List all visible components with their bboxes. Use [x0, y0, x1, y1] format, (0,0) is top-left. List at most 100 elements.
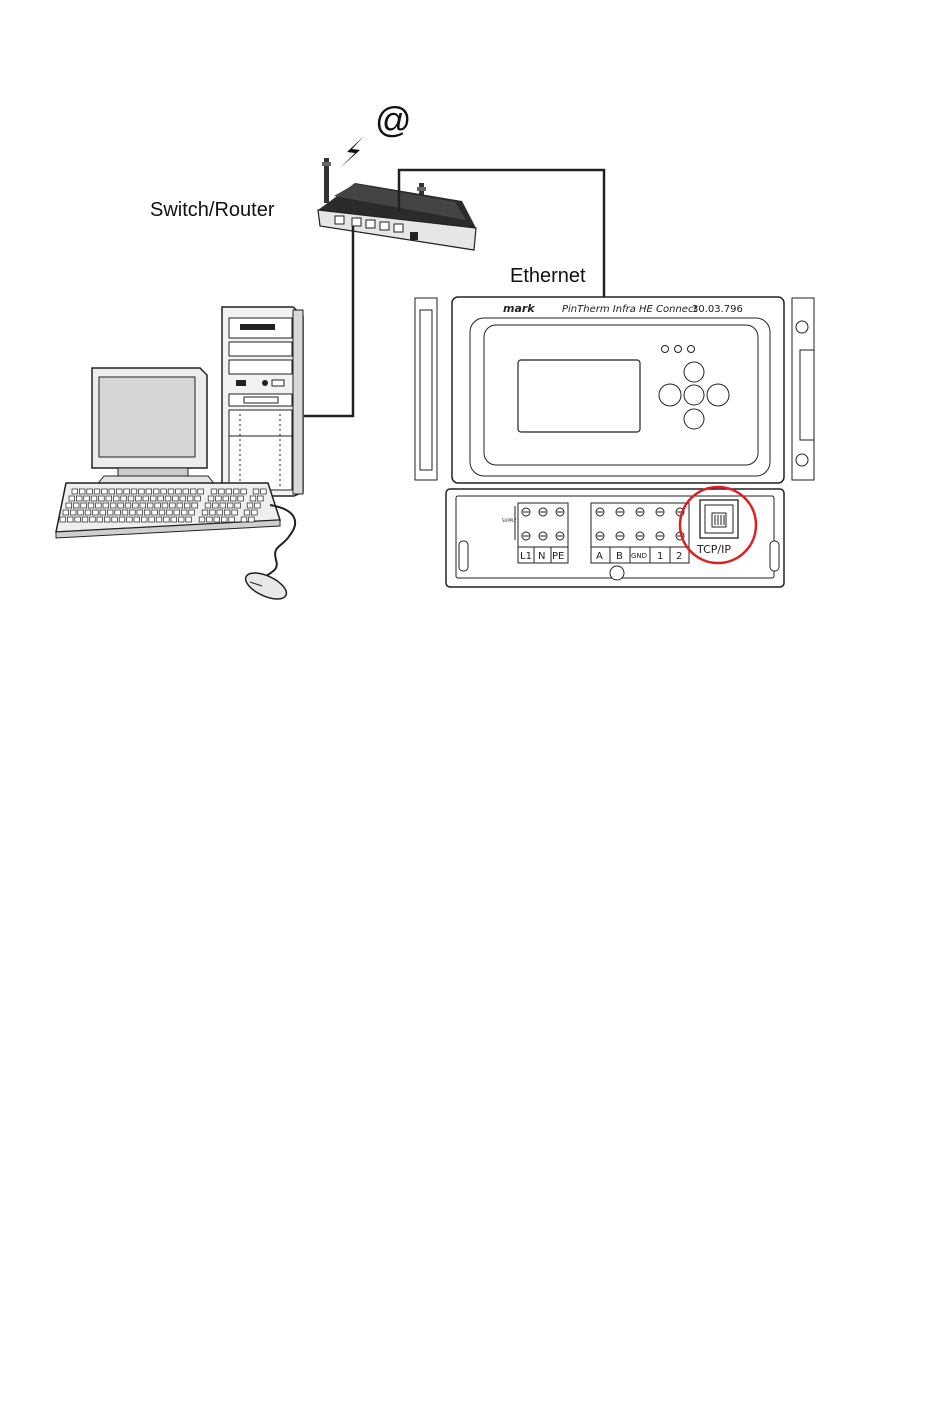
keyboard-key [229, 517, 235, 522]
keyboard-key [60, 517, 66, 522]
keyboard-key [208, 496, 214, 501]
keyboard-key [127, 517, 133, 522]
router-icon [318, 158, 476, 250]
down-key-icon [684, 409, 704, 429]
keyboard-key [97, 517, 103, 522]
keyboard-key [141, 517, 147, 522]
device-display [518, 360, 640, 432]
keyboard-key [67, 517, 73, 522]
keyboard-key [167, 510, 173, 515]
device-brand: mark [503, 302, 535, 315]
mounting-slot [459, 541, 468, 571]
keyboard-key [63, 510, 69, 515]
keyboard-key [226, 489, 232, 494]
keyboard-key [102, 489, 108, 494]
keyboard-key [140, 503, 146, 508]
keyboard-key [143, 496, 149, 501]
keyboard-key [72, 489, 78, 494]
ethernet-label: Ethernet [510, 265, 586, 287]
keyboard-key [149, 517, 155, 522]
keyboard-key [230, 496, 236, 501]
keyboard-key [216, 496, 222, 501]
keyboard-key [133, 503, 139, 508]
cable-gland-icon [610, 566, 624, 580]
keyboard-key [168, 489, 174, 494]
keyboard-key [147, 503, 153, 508]
keyboard-key [252, 510, 258, 515]
up-key-icon [684, 362, 704, 382]
keyboard-key [178, 517, 184, 522]
keyboard-key [233, 489, 239, 494]
keyboard-key [78, 510, 84, 515]
keyboard-key [164, 517, 170, 522]
keyboard-key [189, 510, 195, 515]
keyboard-key [214, 517, 220, 522]
keyboard-key [81, 503, 87, 508]
keyboard-key [159, 510, 165, 515]
keyboard-key [190, 489, 196, 494]
controller-device: mark PinTherm Infra HE Connect 30.03.796… [415, 297, 814, 587]
keyboard-key [107, 510, 113, 515]
keyboard-key [150, 496, 156, 501]
keyboard-key [93, 510, 99, 515]
keyboard-key [211, 489, 217, 494]
keyboard-key [238, 496, 244, 501]
keyboard-key [121, 496, 127, 501]
keyboard-key [116, 489, 122, 494]
keyboard-key [125, 503, 131, 508]
keyboard-key [115, 510, 121, 515]
keyboard-key [84, 496, 90, 501]
keyboard-icon [56, 483, 280, 538]
keyboard-key [118, 503, 124, 508]
keyboard-key [158, 496, 164, 501]
keyboard-key [224, 510, 230, 515]
terminal-1: 1 [657, 551, 663, 562]
keyboard-key [112, 517, 118, 522]
keyboard-key [131, 489, 137, 494]
internet-symbol: @ [340, 99, 412, 168]
keyboard-key [103, 503, 109, 508]
keyboard-key [219, 489, 225, 494]
led-icon [688, 346, 695, 353]
keyboard-key [207, 517, 213, 522]
keyboard-key [180, 496, 186, 501]
keyboard-key [110, 503, 116, 508]
keyboard-key [73, 503, 79, 508]
led-icon [662, 346, 669, 353]
terminal-PE: PE [552, 551, 564, 562]
rj45-port-icon [700, 500, 738, 538]
keyboard-key [195, 496, 201, 501]
device-article: 30.03.796 [692, 304, 743, 315]
enter-key-icon [684, 385, 704, 405]
terminal-N: N [538, 551, 545, 562]
keyboard-key [181, 510, 187, 515]
terminal-L1: L1 [520, 551, 532, 562]
screw-icon [796, 321, 808, 333]
keyboard-key [109, 489, 115, 494]
keyboard-key [104, 517, 110, 522]
keyboard-key [88, 503, 94, 508]
keyboard-key [192, 503, 198, 508]
keyboard-key [136, 496, 142, 501]
keyboard-key [247, 503, 253, 508]
keyboard-key [220, 503, 226, 508]
keyboard-key [174, 510, 180, 515]
keyboard-key [171, 517, 177, 522]
tcp-ip-port-label: TCP/IP [696, 543, 731, 556]
keyboard-key [186, 517, 192, 522]
keyboard-key [130, 510, 136, 515]
keyboard-key [249, 517, 255, 522]
keyboard-key [210, 510, 216, 515]
internet-at-label: @ [375, 99, 412, 140]
keyboard-key [198, 489, 204, 494]
keyboard-key [162, 503, 168, 508]
keyboard-key [250, 496, 256, 501]
keyboard-key [161, 489, 167, 494]
keyboard-key [183, 489, 189, 494]
keyboard-key [173, 496, 179, 501]
keyboard-key [155, 503, 161, 508]
keyboard-key [99, 496, 105, 501]
keyboard-key [217, 510, 223, 515]
mounting-slot [770, 541, 779, 571]
